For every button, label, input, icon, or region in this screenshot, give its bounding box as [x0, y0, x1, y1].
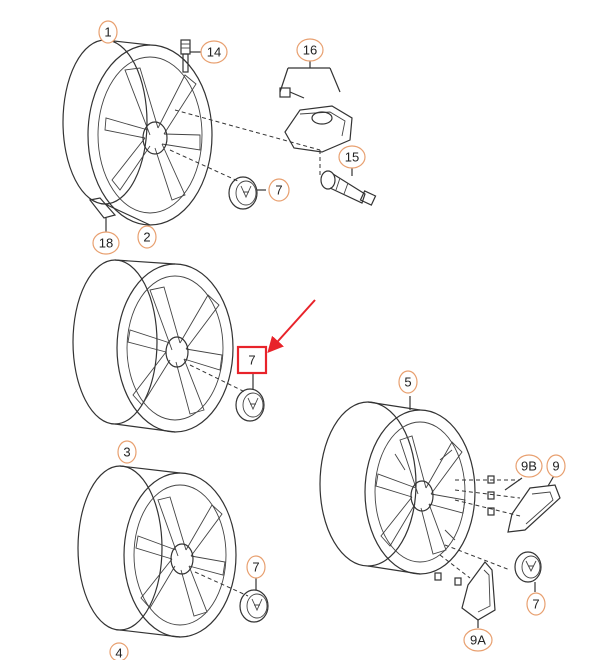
svg-text:9A: 9A: [470, 633, 486, 648]
svg-text:7: 7: [532, 597, 539, 612]
valve-15: [320, 168, 377, 206]
callout-3: 3: [117, 440, 137, 464]
cover-9a: [461, 561, 496, 628]
callout-7-wheel-1: 7: [268, 178, 290, 202]
center-cap-wheel-3: [239, 578, 269, 623]
callout-5: 5: [398, 370, 418, 394]
svg-text:4: 4: [115, 646, 122, 660]
callout-9b: 9B: [515, 454, 543, 478]
callout-9a: 9A: [463, 628, 493, 652]
svg-text:14: 14: [207, 45, 221, 60]
svg-text:7: 7: [275, 183, 282, 198]
callout-4: 4: [109, 642, 129, 660]
wheel-5-hardware: [434, 475, 523, 586]
wheel-1-to-cap-lines: [169, 109, 321, 183]
svg-text:9: 9: [552, 459, 559, 474]
svg-text:18: 18: [99, 236, 113, 251]
svg-text:15: 15: [345, 150, 359, 165]
callout-9: 9: [546, 454, 566, 478]
callout-1: 1: [98, 20, 118, 44]
svg-text:1: 1: [104, 25, 111, 40]
highlight-annotation: [236, 299, 316, 375]
wheel-1: [62, 39, 213, 226]
callout-15: 15: [338, 145, 366, 169]
wheel-5: [319, 396, 476, 575]
svg-text:7: 7: [248, 353, 255, 368]
wheel-3: [77, 465, 249, 638]
balance-weight-18: [88, 197, 117, 232]
tpms-sensor-16: [279, 58, 353, 153]
wheel-2: [72, 259, 246, 433]
center-cap-wheel-1: [228, 176, 266, 210]
callout-14: 14: [200, 40, 228, 64]
svg-text:5: 5: [404, 375, 411, 390]
callout-18: 18: [92, 231, 120, 255]
svg-text:2: 2: [143, 230, 150, 245]
callout-7-wheel-5: 7: [526, 592, 546, 616]
callout-7-wheel-3: 7: [246, 555, 266, 579]
callout-2: 2: [137, 225, 157, 249]
svg-text:9B: 9B: [521, 459, 537, 474]
callout-16: 16: [296, 38, 324, 62]
callout-7-wheel-2: 7: [248, 353, 255, 368]
svg-text:7: 7: [252, 560, 259, 575]
svg-text:16: 16: [303, 43, 317, 58]
svg-text:3: 3: [123, 445, 130, 460]
valve-stem-14: [180, 39, 202, 73]
center-cap-wheel-2: [235, 372, 265, 422]
center-cap-wheel-5: [514, 551, 542, 592]
